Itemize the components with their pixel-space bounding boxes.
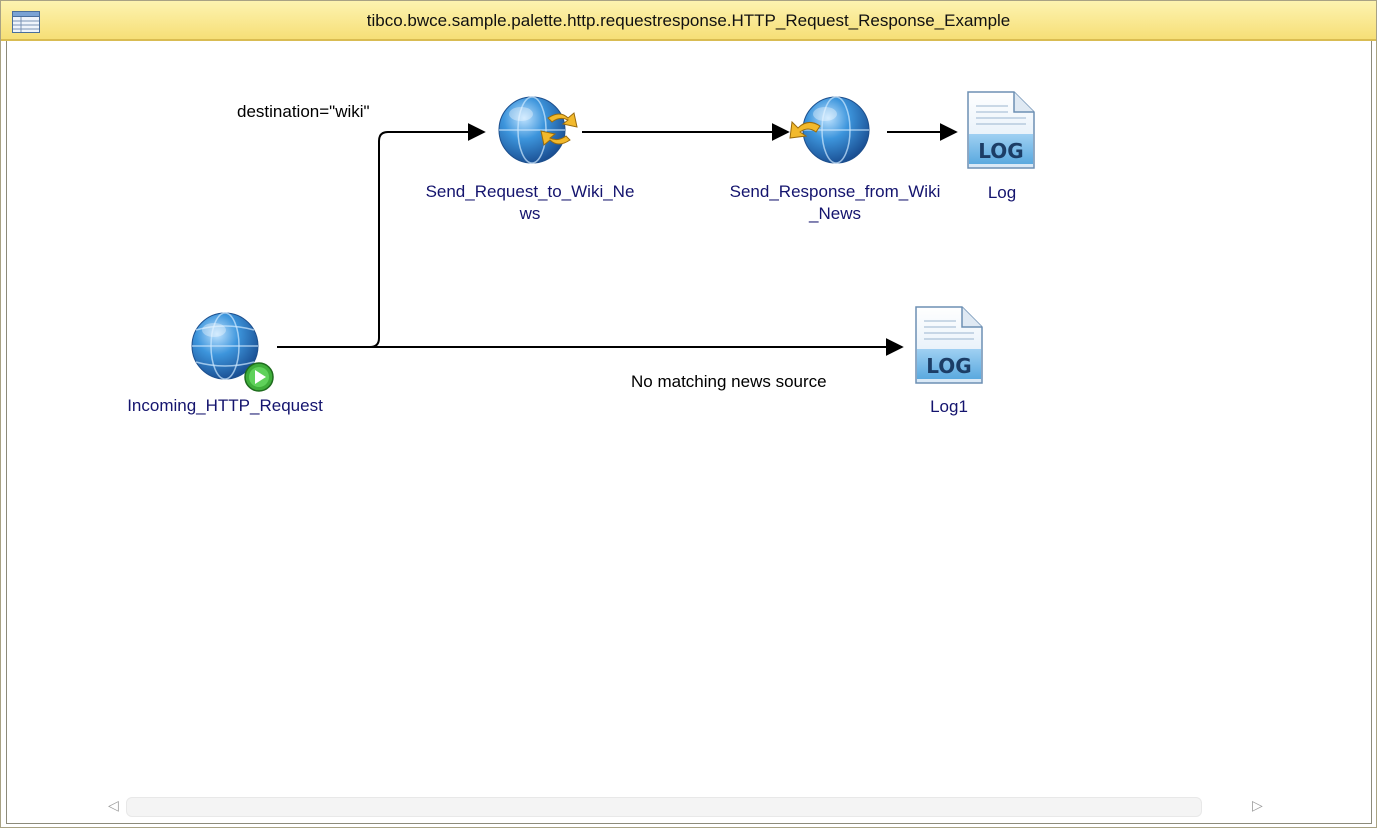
title-bar: tibco.bwce.sample.palette.http.requestre… bbox=[1, 1, 1376, 41]
send-request-node[interactable] bbox=[498, 96, 578, 164]
log-label: Log bbox=[987, 183, 1017, 202]
log-icon-text: LOG bbox=[978, 139, 1023, 163]
log1-icon-text: LOG bbox=[926, 354, 971, 378]
edge-condition-wiki[interactable]: destination="wiki" bbox=[237, 102, 370, 121]
send-request-label-line1: Send_Request_to_Wiki_Ne bbox=[425, 182, 635, 201]
process-canvas-area bbox=[6, 41, 1372, 824]
window-title: tibco.bwce.sample.palette.http.requestre… bbox=[366, 11, 1011, 30]
send-response-label-line2: _News bbox=[809, 204, 861, 223]
response-arrow-icon bbox=[789, 120, 821, 139]
request-arrows-icon bbox=[540, 112, 578, 146]
globe-icon bbox=[498, 96, 566, 164]
log-file-icon: LOG bbox=[967, 91, 1035, 169]
log-node[interactable]: LOG bbox=[967, 91, 1035, 169]
log1-node[interactable]: LOG bbox=[915, 306, 983, 384]
edge-incoming-to-send-request[interactable] bbox=[277, 123, 486, 348]
incoming-http-request-label: Incoming_HTTP_Request bbox=[127, 396, 323, 415]
horizontal-scrollbar[interactable] bbox=[126, 797, 1202, 817]
send-response-label-line1: Send_Response_from_Wiki bbox=[729, 182, 941, 201]
incoming-http-request-node[interactable] bbox=[191, 312, 274, 392]
send-response-node[interactable] bbox=[789, 96, 870, 164]
globe-icon bbox=[191, 312, 259, 380]
scroll-left-arrow-icon[interactable]: ◁ bbox=[108, 797, 119, 813]
globe-icon bbox=[802, 96, 870, 164]
log1-label: Log1 bbox=[930, 397, 968, 416]
table-icon[interactable] bbox=[12, 11, 40, 33]
edge-condition-no-match[interactable]: No matching news source bbox=[631, 372, 827, 391]
log-file-icon: LOG bbox=[915, 306, 983, 384]
send-request-label-line2: ws bbox=[519, 204, 541, 223]
scroll-right-arrow-icon[interactable]: ▷ bbox=[1252, 797, 1263, 813]
start-badge-icon bbox=[244, 362, 274, 392]
